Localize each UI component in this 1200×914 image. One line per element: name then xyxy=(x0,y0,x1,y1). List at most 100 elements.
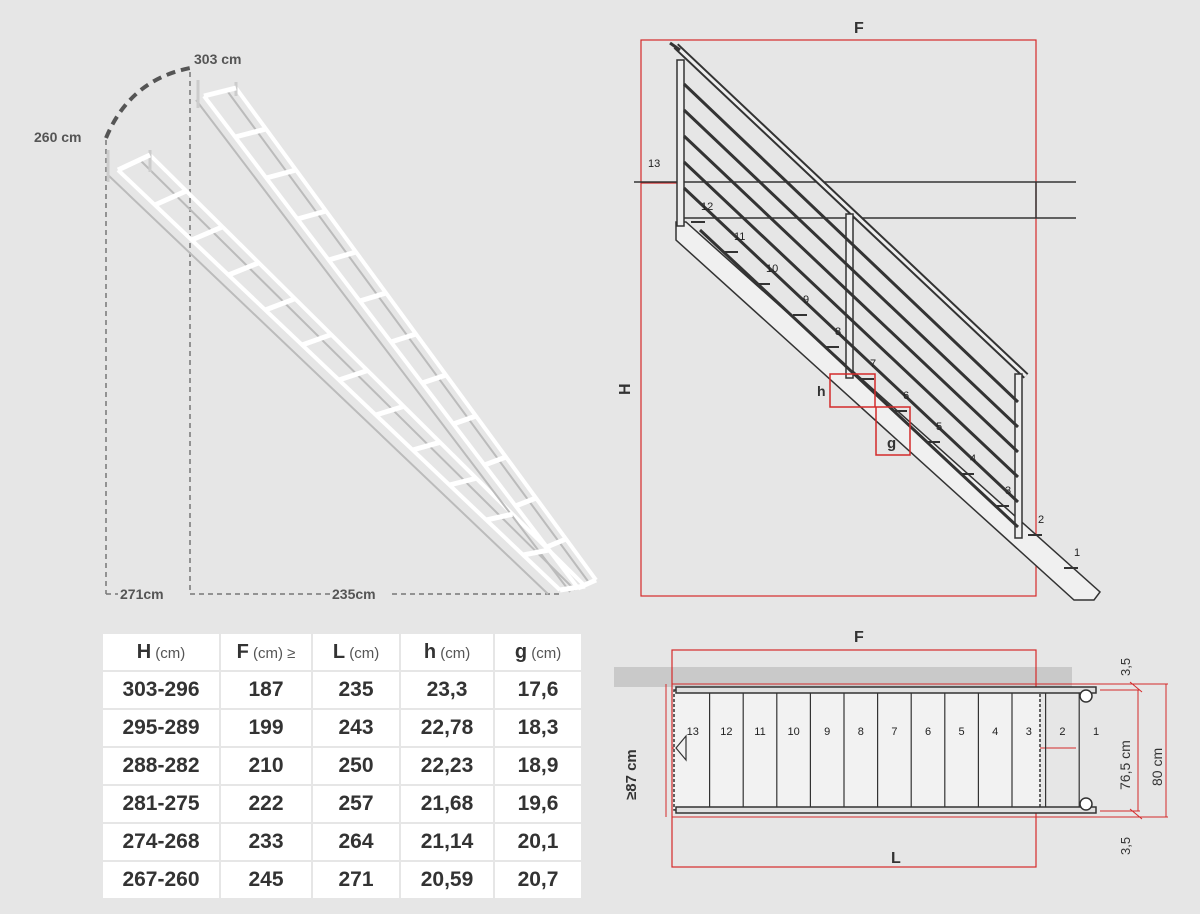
rotation-view: 303 cm 260 cm 271cm 235cm xyxy=(34,51,598,602)
header-unit: (cm) xyxy=(151,644,186,662)
tread-high xyxy=(203,85,237,99)
tread-high xyxy=(265,167,297,181)
tread-low xyxy=(264,296,296,313)
label-g: g xyxy=(887,435,896,452)
label-H: H xyxy=(617,383,634,395)
tread-high xyxy=(576,577,598,591)
side-step-number: 9 xyxy=(803,294,809,306)
spec-table: H (cm)F (cm) ≥L (cm)h (cm)g (cm) 303-296… xyxy=(101,632,583,900)
tread-low xyxy=(338,368,369,383)
stringer-bottom xyxy=(675,806,1097,814)
plan-step-number: 5 xyxy=(959,726,965,738)
side-step-number: 11 xyxy=(734,231,745,243)
spec-table-header: H (cm)F (cm) ≥L (cm)h (cm)g (cm) xyxy=(101,632,583,672)
table-cell: 267-260 xyxy=(101,860,221,900)
stair-footprint xyxy=(673,689,1041,811)
side-step-number: 2 xyxy=(1038,514,1044,526)
plan-step-number: 9 xyxy=(824,726,830,738)
table-cell: 250 xyxy=(311,746,401,786)
plan-treads xyxy=(708,693,1080,807)
table-cell: 288-282 xyxy=(101,746,221,786)
header-symbol: h xyxy=(423,640,437,663)
header-unit: (cm) xyxy=(345,644,380,662)
tread-high xyxy=(452,413,477,427)
stair-low xyxy=(106,150,587,595)
tread-low xyxy=(375,404,405,418)
table-cell: 257 xyxy=(311,784,401,824)
tread-high xyxy=(483,454,507,468)
side-step-number: 13 xyxy=(648,158,660,170)
table-cell: 17,6 xyxy=(493,670,583,710)
table-cell: 222 xyxy=(219,784,313,824)
stair-high xyxy=(195,80,598,593)
plan-step-number: 4 xyxy=(992,726,998,738)
label-rail-top: 3,5 xyxy=(1118,658,1133,676)
post-top xyxy=(676,59,685,227)
table-cell: 21,68 xyxy=(399,784,495,824)
table-cell: 20,7 xyxy=(493,860,583,900)
tread-high xyxy=(327,249,357,263)
table-cell: 20,59 xyxy=(399,860,495,900)
table-cell: 19,6 xyxy=(493,784,583,824)
table-cell: 23,3 xyxy=(399,670,495,710)
table-cell: 199 xyxy=(219,708,313,748)
table-cell: 245 xyxy=(219,860,313,900)
infill-rails xyxy=(682,82,1020,529)
tread-low xyxy=(190,224,224,243)
table-header-cell: h (cm) xyxy=(399,632,495,672)
plan-step-number: 13 xyxy=(687,726,699,738)
tread-high xyxy=(359,290,387,304)
table-cell: 243 xyxy=(311,708,401,748)
side-step-number: 8 xyxy=(835,326,841,338)
plan-step-number: 1 xyxy=(1093,726,1099,738)
table-cell: 264 xyxy=(311,822,401,862)
tread-high xyxy=(390,331,417,345)
plan-step-number: 11 xyxy=(754,726,765,738)
tread-low xyxy=(485,511,514,523)
label-width-inner: 76,5 cm xyxy=(1117,740,1133,790)
side-step-number: 7 xyxy=(870,358,876,370)
header-unit: (cm) xyxy=(436,644,471,662)
table-cell: 271 xyxy=(311,860,401,900)
tread-high xyxy=(545,536,567,550)
side-step-number: 3 xyxy=(1005,485,1011,497)
label-271: 271cm xyxy=(120,586,164,602)
tread-low xyxy=(227,260,260,278)
label-L: L xyxy=(891,850,901,867)
table-cell: 187 xyxy=(219,670,313,710)
side-step-number: 4 xyxy=(970,453,976,465)
tread-low xyxy=(448,475,477,488)
header-symbol: g xyxy=(514,640,528,663)
rotation-arc xyxy=(104,66,191,139)
treads-group xyxy=(116,85,598,593)
label-width-min: ≥87 cm xyxy=(623,749,640,800)
tread-low xyxy=(301,332,333,348)
table-cell: 274-268 xyxy=(101,822,221,862)
tread-low xyxy=(411,439,441,453)
table-cell: 303-296 xyxy=(101,670,221,710)
side-step-number: 10 xyxy=(766,263,778,275)
dim-box-F xyxy=(640,39,1037,597)
table-cell: 20,1 xyxy=(493,822,583,862)
plan-step-number: 2 xyxy=(1059,726,1065,738)
table-header-cell: L (cm) xyxy=(311,632,401,672)
table-header-cell: g (cm) xyxy=(493,632,583,672)
table-header-cell: F (cm) ≥ xyxy=(219,632,313,672)
label-303: 303 cm xyxy=(194,51,241,67)
post-bottom xyxy=(1014,373,1023,539)
going-box xyxy=(875,406,911,456)
header-unit: (cm) xyxy=(527,644,562,662)
tread-low xyxy=(116,152,152,173)
plan-step-number: 12 xyxy=(720,726,732,738)
plan-step-number: 8 xyxy=(858,726,864,738)
tread-high xyxy=(234,126,267,140)
tread-low xyxy=(153,188,188,208)
table-cell: 233 xyxy=(219,822,313,862)
